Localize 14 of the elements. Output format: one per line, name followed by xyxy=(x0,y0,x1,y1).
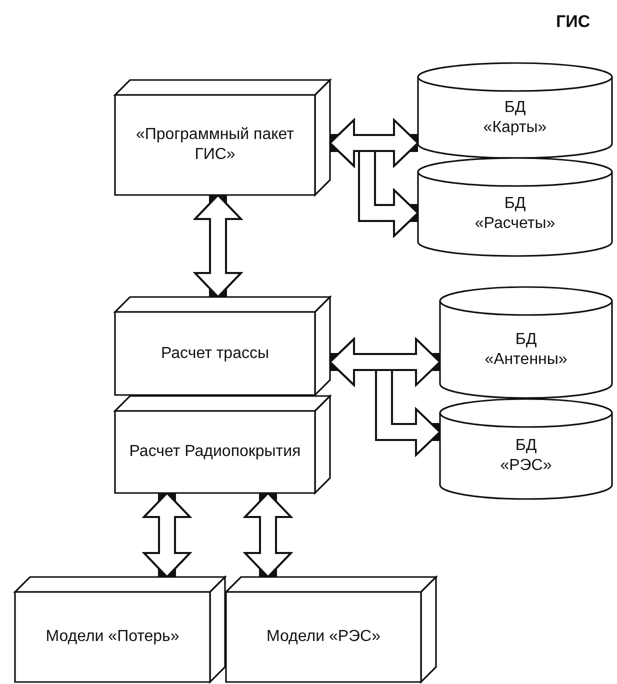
heading-label: ГИС xyxy=(556,12,590,32)
node-label: Модели «Потерь» xyxy=(46,627,180,647)
node-heading: БД xyxy=(504,194,526,214)
node-label: «Антенны» xyxy=(484,350,568,370)
node-label: «Карты» xyxy=(483,118,547,138)
node-label: Расчет трассы xyxy=(161,344,269,364)
node-heading: БД xyxy=(515,330,537,350)
node-label: «РЭС» xyxy=(500,456,552,476)
node-label: «Расчеты» xyxy=(474,214,556,234)
node-heading: БД xyxy=(504,98,526,118)
node-label: Модели «РЭС» xyxy=(266,627,380,647)
node-label: «Программный пакет ГИС» xyxy=(135,125,295,165)
node-heading: БД xyxy=(515,436,537,456)
node-label: Расчет Радиопокрытия xyxy=(129,442,301,462)
